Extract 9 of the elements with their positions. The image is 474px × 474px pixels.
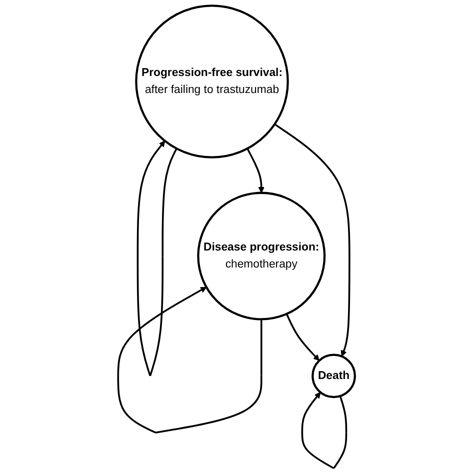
node-circle: Progression-free survival: after failing to trastuzumab bbox=[136, 4, 290, 158]
arrow bbox=[302, 392, 348, 469]
arrow bbox=[274, 123, 351, 357]
arrow bbox=[118, 286, 263, 434]
arrow bbox=[137, 140, 178, 376]
arrow bbox=[247, 148, 265, 194]
node-circle: Disease progression: chemotherapy bbox=[198, 192, 326, 320]
node-circle: Death bbox=[312, 354, 356, 398]
arrow bbox=[286, 314, 320, 361]
